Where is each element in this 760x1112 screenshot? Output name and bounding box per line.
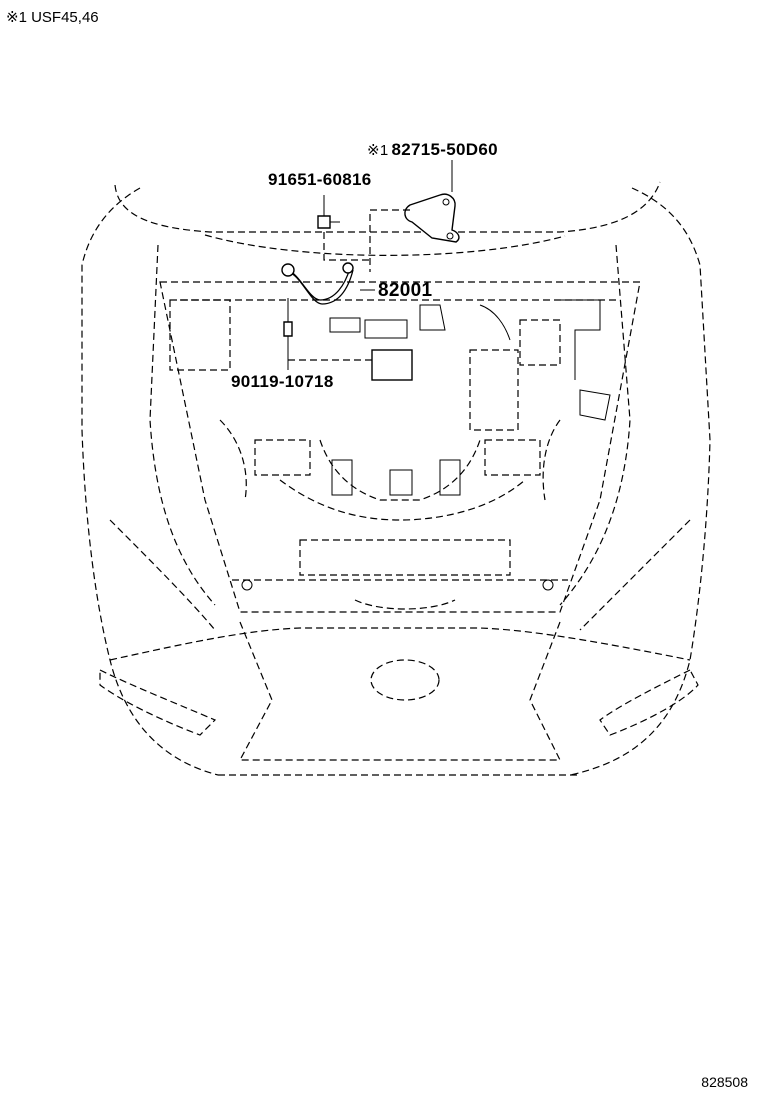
illustration-id: 828508	[701, 1074, 748, 1090]
bracket-part	[404, 193, 460, 243]
hood-top-curve	[204, 234, 566, 256]
engine-bay-frame	[159, 281, 641, 613]
emblem	[370, 659, 440, 701]
applicability-note: ※1 USF45,46	[6, 8, 99, 26]
body-right-side	[569, 187, 711, 776]
right-fog-lamp	[599, 669, 699, 736]
stud-part-number: 90119-10718	[231, 372, 334, 391]
relay-block	[371, 349, 413, 381]
bolt-callout: 91651-60816	[268, 170, 372, 190]
bolt-part	[317, 215, 331, 229]
bracket-mark: ※1	[367, 142, 389, 159]
wire-part-number: 82001	[378, 280, 433, 301]
left-fog-lamp	[99, 669, 217, 736]
bolt-part-number: 91651-60816	[268, 170, 372, 189]
front-bumper	[109, 627, 691, 661]
hood-outline	[114, 181, 661, 233]
note-text: USF45,46	[31, 9, 99, 26]
grille	[239, 621, 561, 761]
stud-callout: 90119-10718	[231, 372, 334, 392]
wire-callout: 82001	[378, 280, 432, 302]
note-mark: ※1	[6, 9, 27, 26]
bracket-part-number: 82715-50D60	[391, 140, 498, 159]
stud-part	[283, 321, 293, 337]
